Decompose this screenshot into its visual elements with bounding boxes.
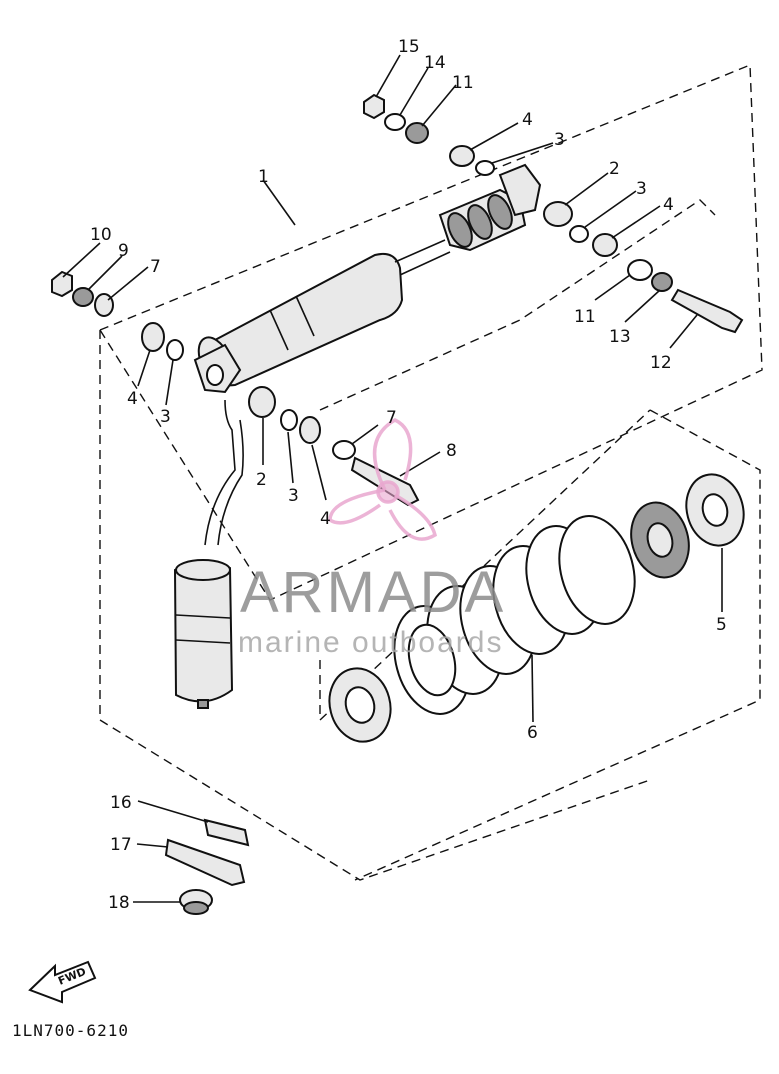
callout-7-a: 7 — [150, 257, 161, 277]
callout-labels: 1 2 2 3 3 3 3 4 4 4 4 5 6 7 7 8 9 10 11 … — [90, 37, 727, 913]
watermark-tagline: marine outboards — [238, 626, 503, 659]
watermark-brand: ARMADA — [240, 560, 506, 625]
callout-6: 6 — [527, 723, 538, 743]
coil-spring — [393, 515, 636, 715]
fwd-arrow-icon: FWD — [28, 960, 97, 1004]
callout-3-d: 3 — [636, 179, 647, 199]
callout-4-c: 4 — [522, 110, 533, 130]
callout-15: 15 — [398, 37, 420, 57]
callout-13: 13 — [609, 327, 631, 347]
callout-3-c: 3 — [554, 130, 565, 150]
assembly-outline — [99, 63, 763, 881]
callout-9: 9 — [118, 241, 129, 261]
callout-16: 16 — [110, 793, 132, 813]
armada-logo-watermark — [328, 418, 438, 541]
diagram-code: 1LN700-6210 — [12, 1021, 129, 1040]
callout-2-a: 2 — [256, 470, 267, 490]
callout-7-b: 7 — [386, 408, 397, 428]
callout-18: 18 — [108, 893, 130, 913]
callout-17: 17 — [110, 835, 132, 855]
callout-11-b: 11 — [574, 307, 596, 327]
callout-14: 14 — [424, 53, 446, 73]
callout-8: 8 — [446, 441, 457, 461]
shock-absorber-body — [193, 163, 542, 394]
callout-3-a: 3 — [160, 407, 171, 427]
callout-1: 1 — [258, 167, 269, 187]
callout-12: 12 — [650, 353, 672, 373]
callout-4-a: 4 — [127, 389, 138, 409]
callout-4-d: 4 — [663, 195, 674, 215]
callout-2-b: 2 — [609, 159, 620, 179]
hardware-parts — [51, 93, 744, 915]
callout-11-a: 11 — [452, 73, 474, 93]
reservoir-tank — [173, 399, 244, 709]
callout-3-b: 3 — [288, 486, 299, 506]
callout-5: 5 — [716, 615, 727, 635]
callout-4-b: 4 — [320, 509, 331, 529]
leader-lines — [62, 54, 723, 903]
callout-10: 10 — [90, 225, 112, 245]
spring-seats — [328, 473, 745, 743]
